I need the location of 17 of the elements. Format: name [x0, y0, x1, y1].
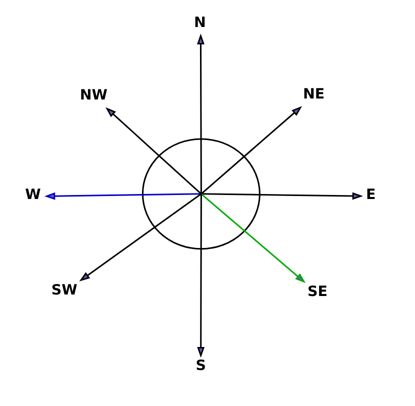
arrow: [105, 107, 202, 194]
node-circle: [141, 138, 260, 250]
arrow: [200, 192, 363, 200]
node-text: SE: [307, 284, 328, 300]
arrow: [44, 192, 201, 200]
arrow: [200, 106, 302, 194]
node-text: W: [24, 187, 40, 204]
arrow: [200, 193, 306, 284]
arrow: [196, 194, 204, 358]
node-text: NE: [302, 86, 324, 102]
arrow: [196, 34, 204, 194]
node-text: SW: [50, 282, 77, 299]
node-text: N: [194, 14, 206, 31]
node-text: S: [195, 358, 206, 374]
node-text: E: [366, 186, 376, 203]
node-text: NW: [79, 88, 107, 104]
arrow: [78, 193, 202, 282]
